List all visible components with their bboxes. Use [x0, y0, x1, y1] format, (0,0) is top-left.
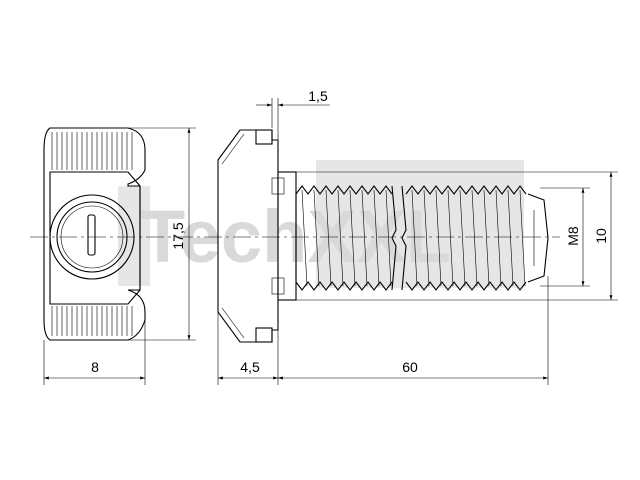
dimension-shank-length: 60: [278, 276, 549, 385]
dimension-thread-size: M8: [540, 187, 590, 287]
dimension-nut-height: 17,5: [128, 127, 196, 341]
thread-crest: [295, 185, 393, 195]
thread-flank: [361, 189, 368, 287]
dim-label-head-diameter: 10: [593, 228, 609, 244]
thread-flank: [519, 189, 526, 287]
thread-flank: [435, 189, 442, 287]
thread-flank: [423, 189, 430, 287]
dim-label-nut-width: 8: [91, 359, 99, 375]
watermark: TechXXL: [118, 160, 524, 288]
head-chamfer-line-bottom: [221, 307, 245, 339]
neck-detail-top: [271, 177, 285, 195]
thread-flank: [337, 189, 344, 287]
dim-label-nut-height: 17,5: [170, 222, 186, 249]
dimension-nut-width: 8: [43, 320, 146, 385]
dimension-head-step: 1,5: [256, 88, 330, 140]
thread-flank: [325, 189, 332, 287]
t-nut-outline: [43, 127, 146, 341]
head-step-bottom: [255, 327, 273, 343]
thread-flank: [301, 189, 308, 287]
head-chamfer-line-top: [221, 133, 245, 165]
thread-flank: [385, 189, 392, 287]
watermark-block-right: [316, 160, 524, 288]
t-nut-body: [49, 171, 141, 305]
dimension-head-diameter: 10: [296, 171, 618, 301]
thread-crest: [405, 185, 527, 195]
thread-flank: [471, 189, 478, 287]
dim-label-shank-length: 60: [402, 359, 418, 375]
thread-flank: [507, 189, 514, 287]
center-slot: [87, 214, 96, 256]
dimension-head-length: 4,5: [217, 312, 279, 385]
thread-crest: [405, 281, 527, 291]
thread-flank: [495, 189, 502, 287]
dim-label-thread-size: M8: [565, 226, 581, 246]
thread-flank: [447, 189, 454, 287]
thread-flank: [459, 189, 466, 287]
knurl-upper: [51, 132, 133, 170]
neck-detail-bottom: [271, 277, 285, 295]
break-line-left: [391, 185, 397, 291]
thread-flank: [313, 189, 320, 287]
knurl-lower: [51, 306, 133, 336]
thread-flank: [411, 189, 418, 287]
break-line-right: [401, 185, 407, 291]
thread-profile: [295, 185, 527, 291]
thread-flank: [373, 189, 380, 287]
thread-flank: [483, 189, 490, 287]
dim-label-head-step: 1,5: [308, 88, 328, 104]
bolt-side-view: [217, 129, 549, 343]
thread-crest: [295, 281, 393, 291]
bolt-tip: [527, 193, 549, 283]
dim-label-head-length: 4,5: [240, 359, 260, 375]
thread-flank: [349, 189, 356, 287]
head-step-top: [255, 129, 273, 145]
